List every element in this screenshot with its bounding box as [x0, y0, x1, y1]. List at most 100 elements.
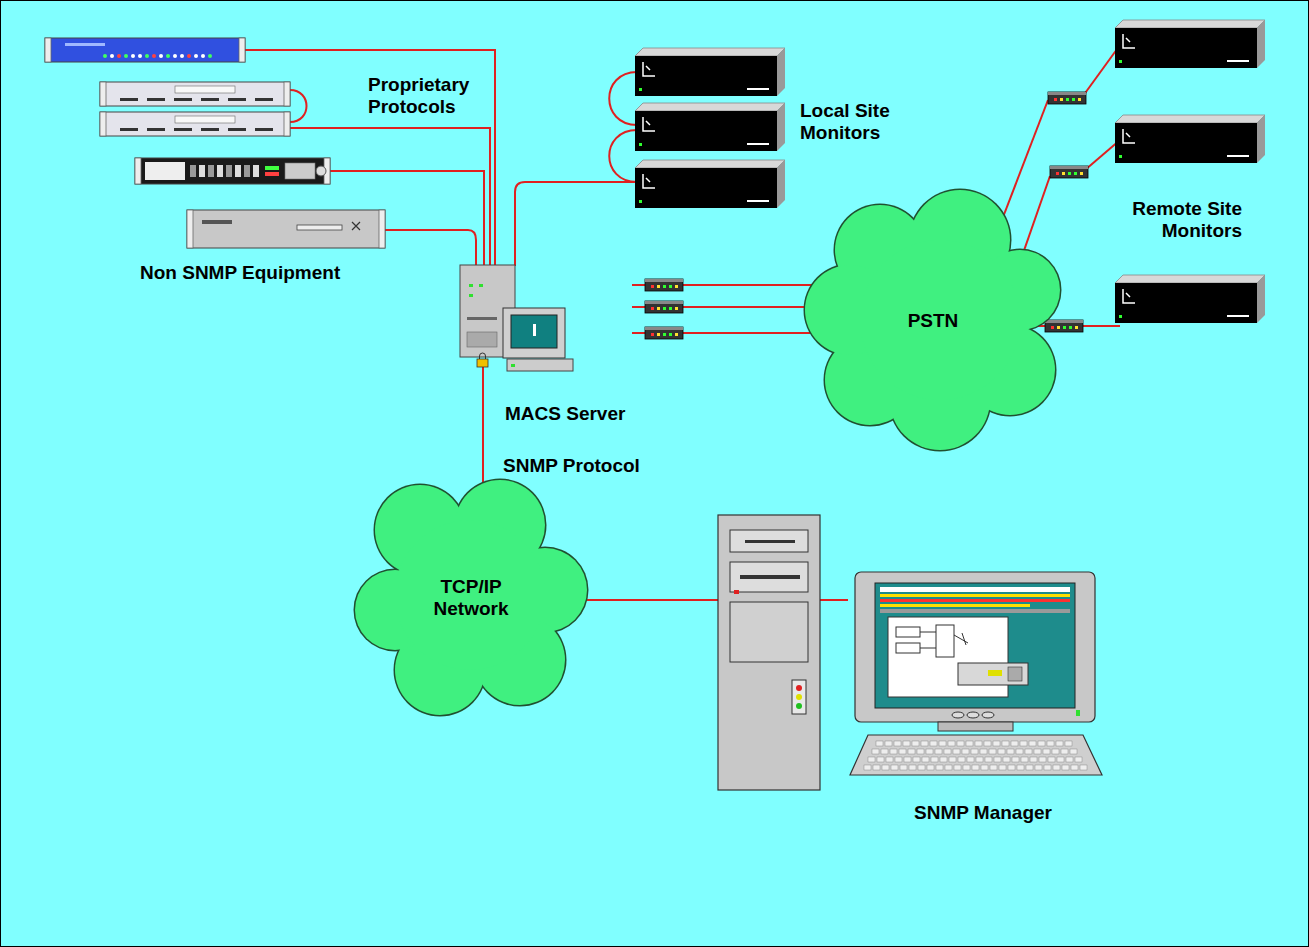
- drive-slot: [467, 317, 497, 320]
- screen-bar: [880, 609, 1070, 613]
- monitor-case: [503, 308, 565, 358]
- rack-ear: [100, 82, 106, 106]
- vent-grille: [467, 332, 497, 347]
- monitor-side: [777, 160, 785, 208]
- modem-led: [1056, 172, 1059, 175]
- modem-body: [645, 327, 683, 339]
- key-cap: [1066, 757, 1073, 762]
- monitor-top: [1115, 20, 1265, 28]
- modem-led: [669, 285, 672, 288]
- site-monitor: [635, 160, 785, 208]
- status-led: [180, 54, 184, 58]
- modem-top: [645, 301, 683, 304]
- button-slot: [228, 98, 246, 101]
- monitor-front: [635, 56, 777, 96]
- monitor-side: [777, 48, 785, 96]
- key-cap: [945, 765, 952, 770]
- button-slot: [120, 128, 138, 131]
- screen-bar: [880, 604, 1030, 607]
- drive-slot: [740, 575, 800, 579]
- monitor-stand: [938, 722, 1013, 731]
- key-cap: [975, 741, 982, 746]
- keyboard: [850, 735, 1102, 775]
- modem: [1045, 320, 1083, 332]
- status-led: [166, 54, 170, 58]
- key-cap: [984, 741, 991, 746]
- modem-led: [1069, 326, 1072, 329]
- key-cap: [886, 757, 893, 762]
- status-led: [187, 54, 191, 58]
- key-cap: [953, 749, 960, 754]
- monitor-side: [1257, 115, 1265, 163]
- panel-key: [235, 165, 241, 177]
- key-cap: [999, 765, 1006, 770]
- modem-body: [1045, 320, 1083, 332]
- panel-key: [253, 165, 259, 177]
- cloud-fill: [860, 240, 1020, 400]
- modem-led: [657, 333, 660, 336]
- key-cap: [890, 749, 897, 754]
- status-led: [117, 54, 121, 58]
- button-slot: [255, 98, 273, 101]
- led-bar: [265, 166, 279, 170]
- power-led: [639, 88, 642, 91]
- power-led: [1119, 155, 1122, 158]
- modem-led: [1078, 98, 1081, 101]
- button-slot: [174, 98, 192, 101]
- monitor-logo: [1123, 289, 1135, 303]
- padlock: [477, 359, 488, 367]
- modem-led: [1072, 98, 1075, 101]
- key-cap: [1048, 757, 1055, 762]
- monitor-screen: [875, 583, 1075, 708]
- key-cap: [990, 765, 997, 770]
- display-strip: [65, 43, 105, 46]
- serial-wire: [1083, 325, 1120, 327]
- modem-led: [1054, 98, 1057, 101]
- panel-key: [226, 165, 232, 177]
- monitor-side: [1257, 20, 1265, 68]
- monitor-side: [1257, 275, 1265, 323]
- button-slot: [147, 128, 165, 131]
- node-label: MACS Server: [505, 403, 625, 425]
- screen-bar: [880, 599, 1070, 602]
- key-cap: [1007, 749, 1014, 754]
- serial-wire: [515, 182, 637, 266]
- key-cap: [1020, 741, 1027, 746]
- key-cap: [1030, 757, 1037, 762]
- button-slot: [174, 128, 192, 131]
- workstation-node: SNMP Manager: [848, 565, 1118, 830]
- key-cap: [935, 749, 942, 754]
- key-cap: [1017, 765, 1024, 770]
- key-cap: [895, 757, 902, 762]
- monitor-front: [635, 168, 777, 208]
- serial-wire: [1085, 140, 1120, 170]
- monitor-slot: [1227, 155, 1249, 157]
- network-cloud: PSTN: [803, 188, 1063, 453]
- serial-wire: [609, 130, 637, 182]
- status-led: [110, 54, 114, 58]
- serial-wire: [290, 90, 307, 122]
- key-cap: [1002, 741, 1009, 746]
- rack-ear: [239, 38, 245, 62]
- modem-led: [1068, 172, 1071, 175]
- monitor-front: [1115, 123, 1257, 163]
- modem-body: [1050, 166, 1088, 178]
- network-cloud: TCP/IP Network: [353, 478, 589, 718]
- modem-top: [645, 279, 683, 282]
- key-cap: [1080, 765, 1087, 770]
- modem-led: [669, 333, 672, 336]
- key-cap: [894, 741, 901, 746]
- front-panel: [730, 602, 808, 662]
- modem-led: [657, 307, 660, 310]
- modem-led: [1066, 98, 1069, 101]
- site-monitor: [1115, 275, 1265, 323]
- modem-top: [1048, 92, 1086, 95]
- site-monitor: [635, 48, 785, 96]
- monitor-front: [1115, 28, 1257, 68]
- status-led: [796, 703, 802, 709]
- monitor-logo: [643, 62, 655, 76]
- monitor-logo: [643, 174, 655, 188]
- screen-bar: [880, 587, 1070, 592]
- status-led: [131, 54, 135, 58]
